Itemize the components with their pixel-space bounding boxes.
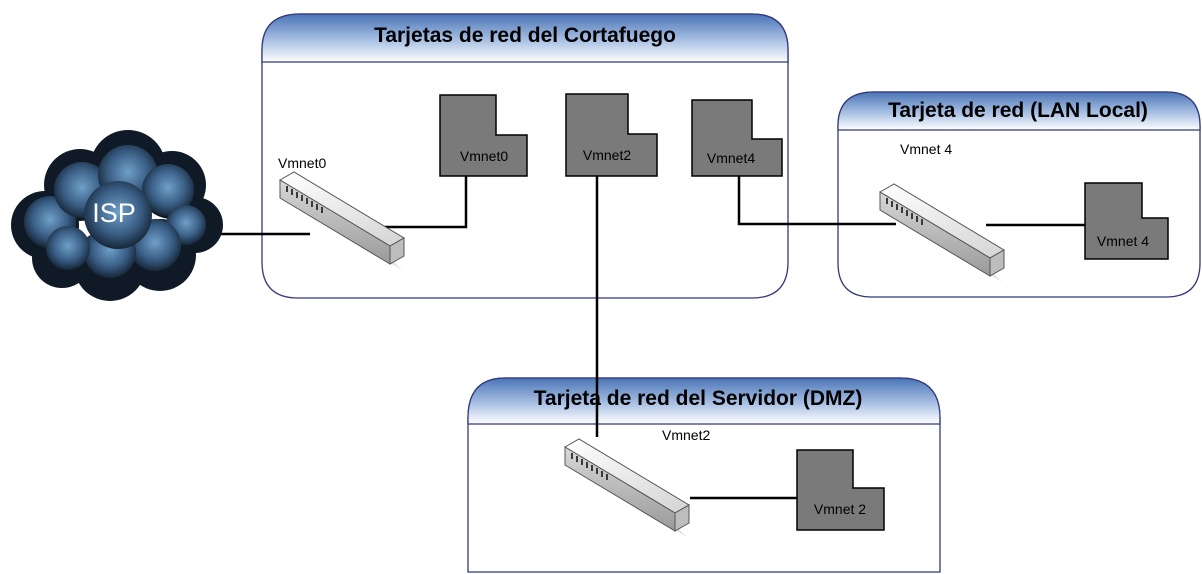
network-card-icon: Vmnet0 bbox=[439, 94, 528, 177]
lan-header bbox=[837, 91, 1201, 131]
firewall-header bbox=[261, 13, 789, 63]
firewall-nic0-shape bbox=[439, 94, 528, 177]
lan-title: Tarjeta de red (LAN Local) bbox=[888, 99, 1148, 122]
connection-wires bbox=[214, 176, 1085, 500]
network-card-icon: Vmnet4 bbox=[691, 99, 783, 177]
network-card-icon: Vmnet 2 bbox=[796, 449, 885, 531]
lan-nic-shape bbox=[1084, 182, 1169, 260]
dmz-group: Tarjeta de red del Servidor (DMZ) bbox=[467, 377, 941, 573]
firewall-nic4-label: Vmnet4 bbox=[707, 150, 755, 166]
dmz-switch-label: Vmnet2 bbox=[662, 427, 710, 443]
network-card-icon: Vmnet2 bbox=[565, 93, 658, 177]
dmz-header bbox=[467, 377, 941, 425]
dmz-nic-shape bbox=[796, 449, 885, 531]
isp-label: ISP bbox=[92, 198, 136, 228]
cloud-icon: ISP bbox=[11, 130, 223, 301]
lan-switch-label: Vmnet 4 bbox=[900, 141, 952, 157]
firewall-nic0-label: Vmnet0 bbox=[460, 148, 508, 164]
firewall-title: Tarjetas de red del Cortafuego bbox=[374, 24, 676, 47]
firewall-nic2-label: Vmnet2 bbox=[583, 147, 631, 163]
dmz-title: Tarjeta de red del Servidor (DMZ) bbox=[534, 387, 863, 410]
dmz-nic-label: Vmnet 2 bbox=[814, 501, 866, 517]
firewall-switch-label: Vmnet0 bbox=[278, 155, 326, 171]
firewall-nic2-shape bbox=[565, 93, 658, 177]
firewall-nic4-shape bbox=[691, 99, 783, 177]
wire-firewall-switch-nic0 bbox=[362, 176, 468, 229]
wire-nic4-lan bbox=[737, 176, 896, 226]
network-card-icon: Vmnet 4 bbox=[1084, 182, 1169, 260]
lan-nic-label: Vmnet 4 bbox=[1097, 233, 1149, 249]
